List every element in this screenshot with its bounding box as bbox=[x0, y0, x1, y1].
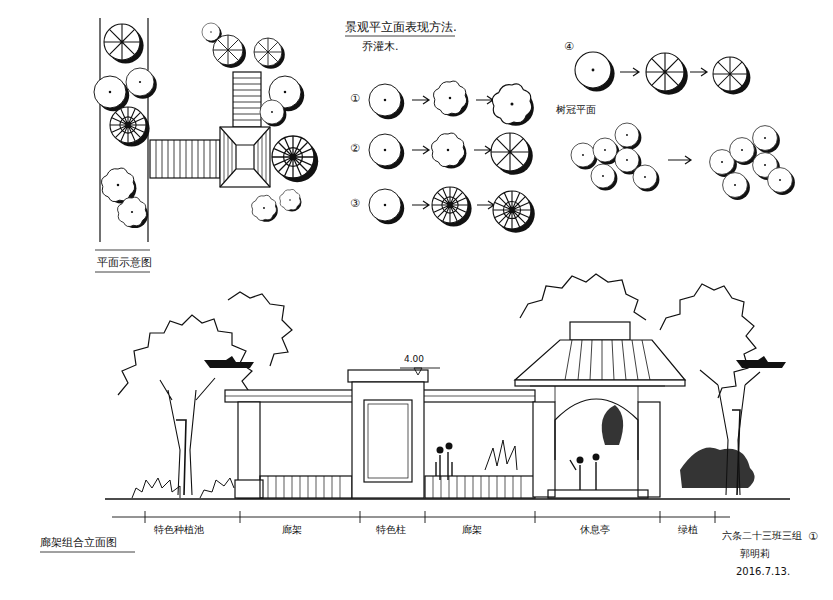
callout-number: ① bbox=[350, 92, 360, 105]
callout-number: ③ bbox=[350, 197, 360, 210]
note-label: 乔灌木. bbox=[362, 40, 399, 53]
part-label: 廊架 bbox=[462, 524, 482, 536]
sheet-title: 景观平立面表现方法. bbox=[345, 20, 457, 34]
callout-number: ④ bbox=[564, 40, 574, 53]
note-label: 树冠平面 bbox=[556, 104, 596, 116]
sheet-number: ① bbox=[808, 530, 818, 543]
drawing-title: 廊架组合立面图 bbox=[40, 536, 117, 549]
part-label: 休息亭 bbox=[580, 524, 610, 536]
author-name: 郭明莉 bbox=[740, 548, 770, 560]
elevation-mark: 4.00 bbox=[404, 354, 424, 365]
author-note: 六条二十三班三组 bbox=[722, 530, 802, 542]
part-label: 绿植 bbox=[678, 524, 698, 536]
part-label: 特色种植池 bbox=[154, 524, 204, 536]
callout-number: ② bbox=[350, 142, 360, 155]
part-label: 廊架 bbox=[282, 524, 302, 536]
part-label: 特色柱 bbox=[376, 524, 406, 536]
drawing-title: 平面示意图 bbox=[97, 256, 152, 269]
date-label: 2016.7.13. bbox=[736, 566, 790, 578]
